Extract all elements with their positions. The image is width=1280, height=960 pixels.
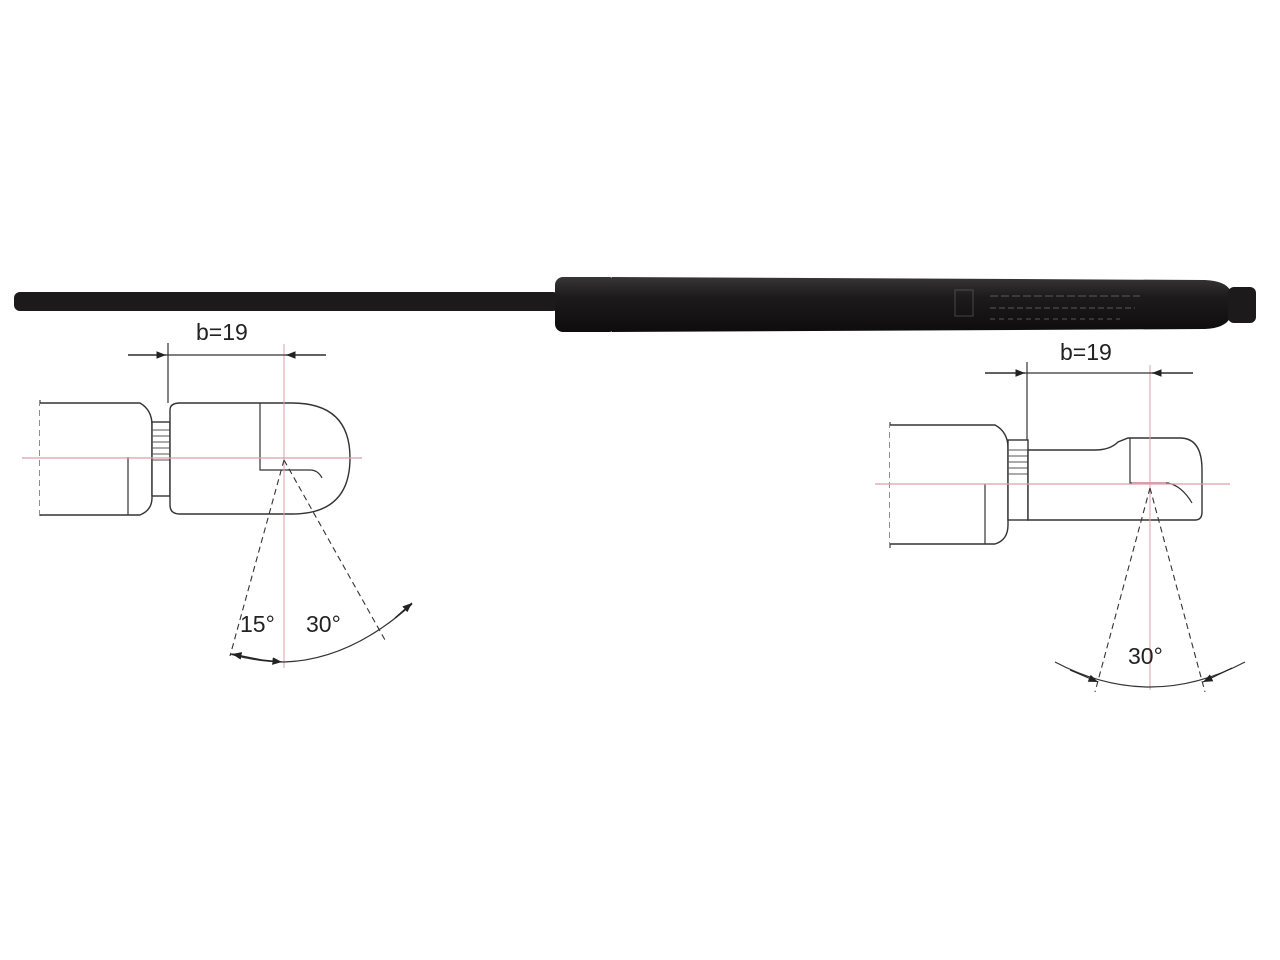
piston-rod [14,292,559,311]
cylinder-collar [555,277,617,332]
left-end-fitting: b=19 15° 30° [22,319,413,668]
cylinder-body [612,277,1230,332]
left-angle-label-30: 30° [306,611,341,637]
left-angle-label-15: 15° [240,611,275,637]
gas-spring [14,277,1256,332]
cylinder-end-cap [1228,287,1256,323]
left-dimension-label: b=19 [196,319,248,345]
cylinder-print [954,289,1140,320]
right-end-fitting: b=19 30° [875,339,1246,693]
right-dimension-label: b=19 [1060,339,1112,365]
right-angle-label-30: 30° [1128,643,1163,669]
